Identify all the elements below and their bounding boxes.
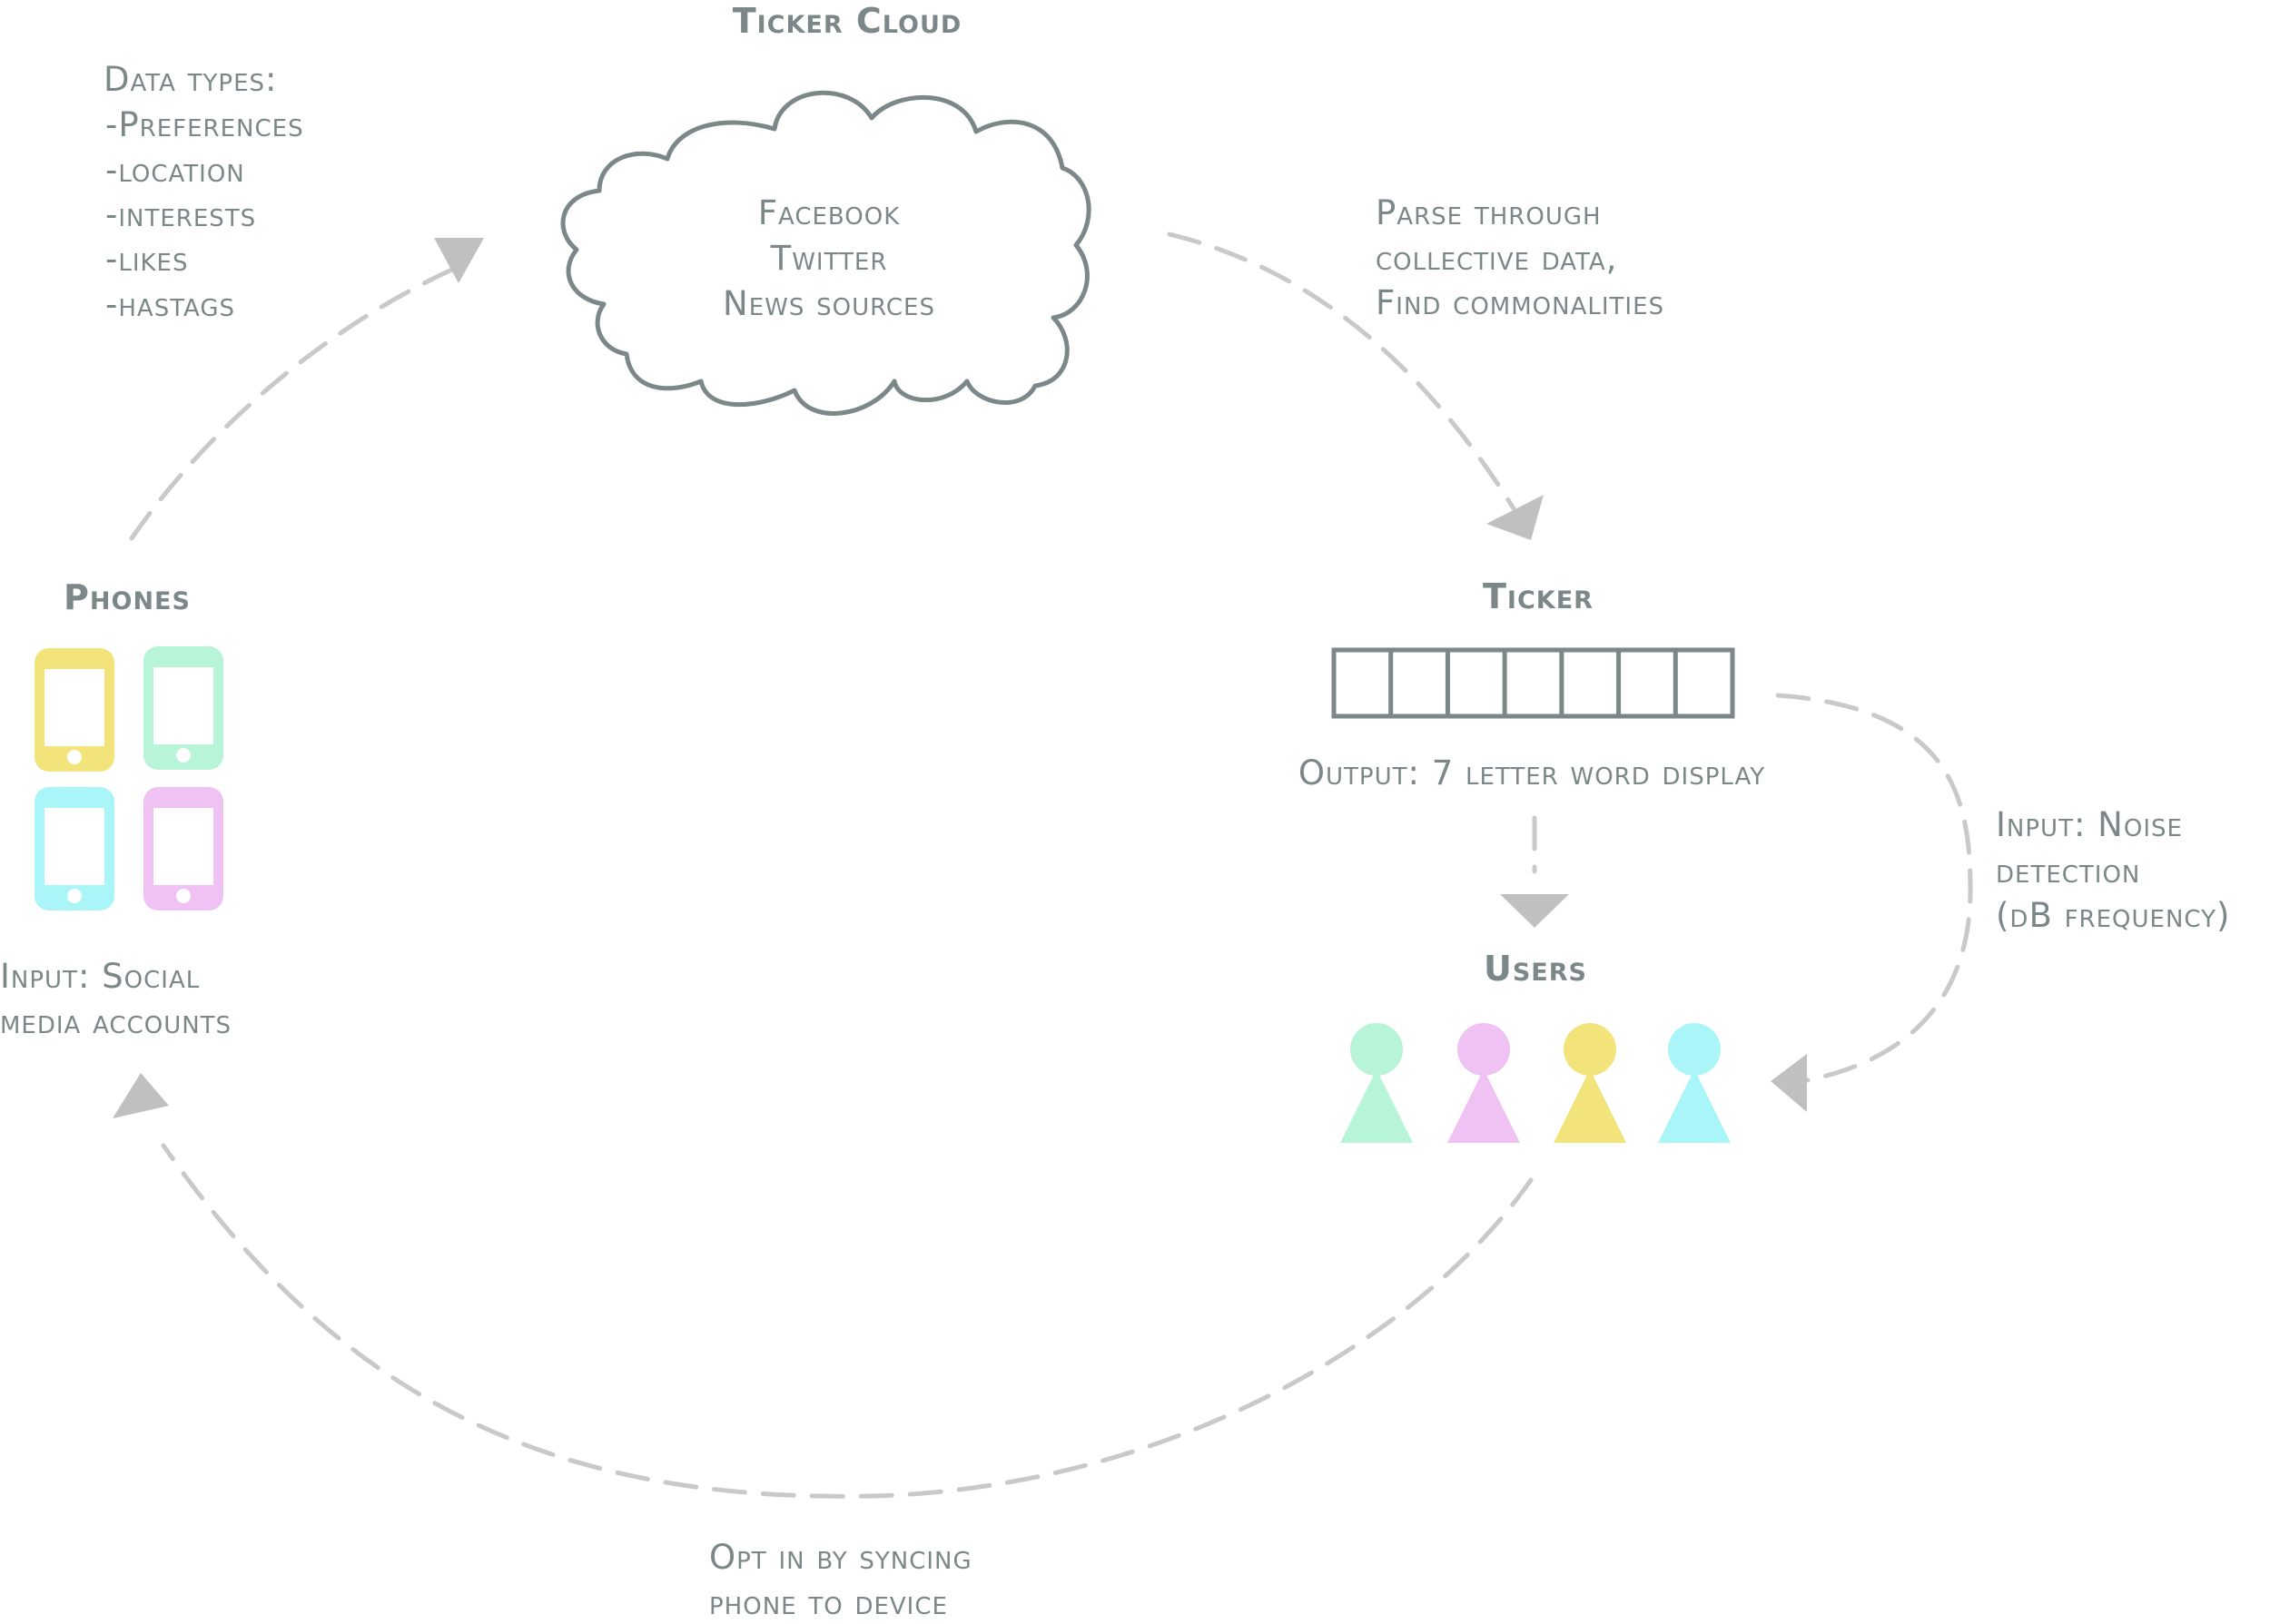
phones-title: Phones [64, 577, 191, 617]
arrowhead-to-users [1500, 894, 1569, 928]
parse-note-line: Parse through [1376, 193, 1602, 232]
parse-note-line: Find commonalities [1376, 283, 1664, 322]
data-type-item: -likes [105, 240, 189, 279]
data-type-item: -location [105, 151, 245, 190]
ticker-display [1331, 647, 1735, 719]
user-figure-pink [1447, 1023, 1520, 1143]
user-figure-mint [1340, 1023, 1413, 1143]
users-title: Users [1484, 949, 1587, 989]
parse-note-line: collective data, [1376, 239, 1617, 278]
cloud-title: Ticker Cloud [733, 1, 962, 41]
noise-input-label: (dB frequency) [1996, 896, 2230, 935]
connector-phones-to-cloud [129, 266, 457, 541]
user-figure-yellow [1554, 1023, 1626, 1143]
connector-noise-to-users [1775, 693, 1973, 1083]
phones-input-label: media accounts [0, 1002, 232, 1041]
noise-input-label: Input: Noise [1996, 805, 2183, 844]
arrowhead-to-ticker [1486, 495, 1544, 540]
user-figure-cyan [1658, 1023, 1731, 1143]
cloud-source-twitter: Twitter [770, 239, 888, 278]
arrowhead-to-cloud [434, 238, 484, 283]
phone-icon-cyan [35, 787, 114, 910]
ticker-title: Ticker [1483, 576, 1594, 616]
opt-in-label: Opt in by syncing [709, 1538, 972, 1577]
ticker-output-label: Output: 7 letter word display [1298, 753, 1765, 792]
phones-input-label: Input: Social [0, 957, 200, 996]
connector-users-to-phones [161, 1143, 1534, 1499]
noise-input-label: detection [1996, 851, 2140, 891]
cloud-source-facebook: Facebook [758, 193, 901, 232]
phone-icon-mint [143, 646, 223, 770]
phone-icon-pink [143, 787, 223, 910]
phone-icon-yellow [35, 648, 114, 772]
connector-cloud-to-ticker [1167, 231, 1519, 516]
opt-in-label: phone to device [709, 1583, 948, 1622]
cloud-source-news: News sources [723, 284, 935, 323]
data-type-item: -hastags [105, 285, 235, 324]
data-types-heading: Data types: [104, 60, 278, 99]
data-type-item: -interests [105, 195, 256, 234]
data-type-item: -Preferences [105, 105, 304, 144]
cloud-outline [560, 90, 1091, 416]
arrowhead-noise-to-users [1771, 1054, 1807, 1112]
arrowhead-to-phones [113, 1073, 169, 1118]
